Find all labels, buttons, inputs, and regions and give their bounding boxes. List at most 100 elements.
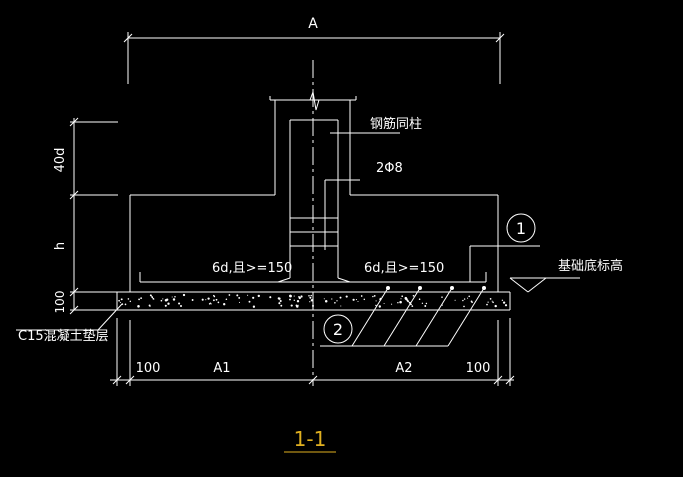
- hatch-dot: [182, 293, 186, 297]
- hatch-dot: [172, 298, 176, 301]
- hatch-dot: [311, 299, 314, 302]
- hatch-dot: [119, 301, 121, 303]
- hatch-dot: [407, 300, 410, 303]
- hatch-dot: [324, 300, 328, 303]
- hatch-dot: [210, 303, 212, 305]
- footing-outline: [129, 194, 499, 292]
- hatch-dot: [379, 298, 382, 301]
- dim-100-left-vertical-text: 100: [53, 291, 67, 314]
- hatch-dot: [309, 301, 311, 303]
- hatch-dot: [257, 294, 260, 298]
- hatch-dot: [120, 298, 123, 301]
- hatch-dot: [410, 303, 412, 306]
- break-symbol: [300, 90, 330, 111]
- hatch-dot: [401, 295, 404, 298]
- hatch-dot: [225, 298, 228, 300]
- hatch-dot: [331, 298, 333, 300]
- hatch-dot: [228, 294, 231, 296]
- hatch-dot: [289, 298, 291, 301]
- hatch-dot: [425, 302, 428, 305]
- hatch-dot: [208, 303, 211, 305]
- hatch-dot: [127, 298, 130, 300]
- label-rebar-column: 钢筋同柱: [370, 116, 422, 132]
- hatch-dot: [121, 303, 124, 305]
- hatch-dot: [463, 298, 466, 300]
- hatch-dot: [279, 299, 282, 303]
- elevation-symbol: [509, 277, 580, 293]
- hatch-dot: [491, 300, 493, 302]
- hatch-dot: [164, 304, 167, 307]
- hatch-dot: [408, 301, 411, 304]
- hatch-dot: [138, 298, 140, 301]
- dim-h-text: h: [53, 242, 68, 250]
- hatch-dot: [162, 298, 164, 300]
- label-cushion: C15混凝土垫层: [18, 328, 109, 344]
- hatch-dot: [280, 304, 283, 307]
- hatch-dot: [205, 299, 207, 301]
- hatch-dot: [355, 299, 357, 301]
- hatch-dot: [137, 305, 140, 308]
- hatch-dot: [397, 301, 399, 304]
- label-anchor-left: 6d,且>=150: [212, 261, 292, 276]
- hatch-dot: [378, 305, 381, 308]
- hatch-dot: [399, 300, 402, 304]
- hatch-dot: [492, 301, 494, 304]
- hatch-dot: [421, 302, 424, 304]
- hatch-dot: [310, 294, 312, 297]
- dimension-bottom: [110, 318, 515, 386]
- section-title: 1-1: [294, 427, 327, 451]
- hatch-dot: [213, 295, 216, 298]
- hatch-dot: [373, 295, 376, 297]
- hatch-dot: [201, 298, 204, 301]
- dimension-top: [123, 32, 505, 84]
- hatch-dot: [166, 298, 169, 301]
- hatch-dot: [375, 300, 377, 302]
- hatch-dot: [293, 295, 295, 297]
- hatch-dot: [238, 296, 241, 299]
- hatch-dot: [248, 300, 251, 303]
- hatch-dot: [269, 296, 272, 299]
- hatch-dot: [118, 299, 120, 302]
- hatch-dot: [167, 302, 170, 305]
- hatch-dot: [383, 302, 385, 305]
- hatch-dot: [340, 305, 342, 307]
- hatch-dot: [487, 301, 489, 303]
- hatch-dot: [296, 299, 300, 303]
- hatch-dot: [363, 298, 366, 301]
- marker-2-text: 2: [333, 320, 343, 339]
- hatch-dot: [323, 298, 325, 300]
- hatch-dot: [290, 304, 293, 307]
- hatch-dot: [503, 302, 505, 304]
- hatch-dot: [375, 304, 377, 307]
- dim-bottom-a1: A1: [213, 361, 230, 376]
- hatch-dot: [180, 305, 182, 307]
- hatch-dot: [153, 298, 155, 300]
- hatch-dot: [471, 301, 473, 304]
- hatch-dot: [454, 299, 456, 301]
- hatch-dot: [352, 298, 355, 301]
- dim-40d-text: 40d: [53, 148, 68, 173]
- hatch-dot: [411, 305, 414, 307]
- hatch-dot: [486, 303, 488, 306]
- hatch-dot: [217, 301, 220, 304]
- hatch-dot: [418, 298, 421, 300]
- label-stirrup: 2Φ8: [376, 161, 403, 176]
- leader-lines: [320, 287, 485, 347]
- hatch-dot: [298, 296, 301, 300]
- hatch-dot: [360, 295, 363, 297]
- hatch-dot: [501, 299, 504, 301]
- hatch-dot: [278, 297, 281, 300]
- hatch-dot: [278, 302, 281, 305]
- dimension-left: [69, 117, 118, 315]
- hatch-dot: [391, 303, 393, 305]
- cushion-hatch: [118, 293, 508, 308]
- hatch-dot: [289, 294, 292, 298]
- hatch-dot: [178, 302, 181, 305]
- footing-rebar: [139, 213, 540, 283]
- hatch-dot: [124, 303, 127, 306]
- label-anchor-right: 6d,且>=150: [364, 261, 444, 276]
- hatch-dot: [441, 296, 443, 298]
- hatch-dot: [160, 299, 163, 302]
- hatch-dot: [140, 297, 143, 299]
- dim-top-text: A: [308, 16, 318, 32]
